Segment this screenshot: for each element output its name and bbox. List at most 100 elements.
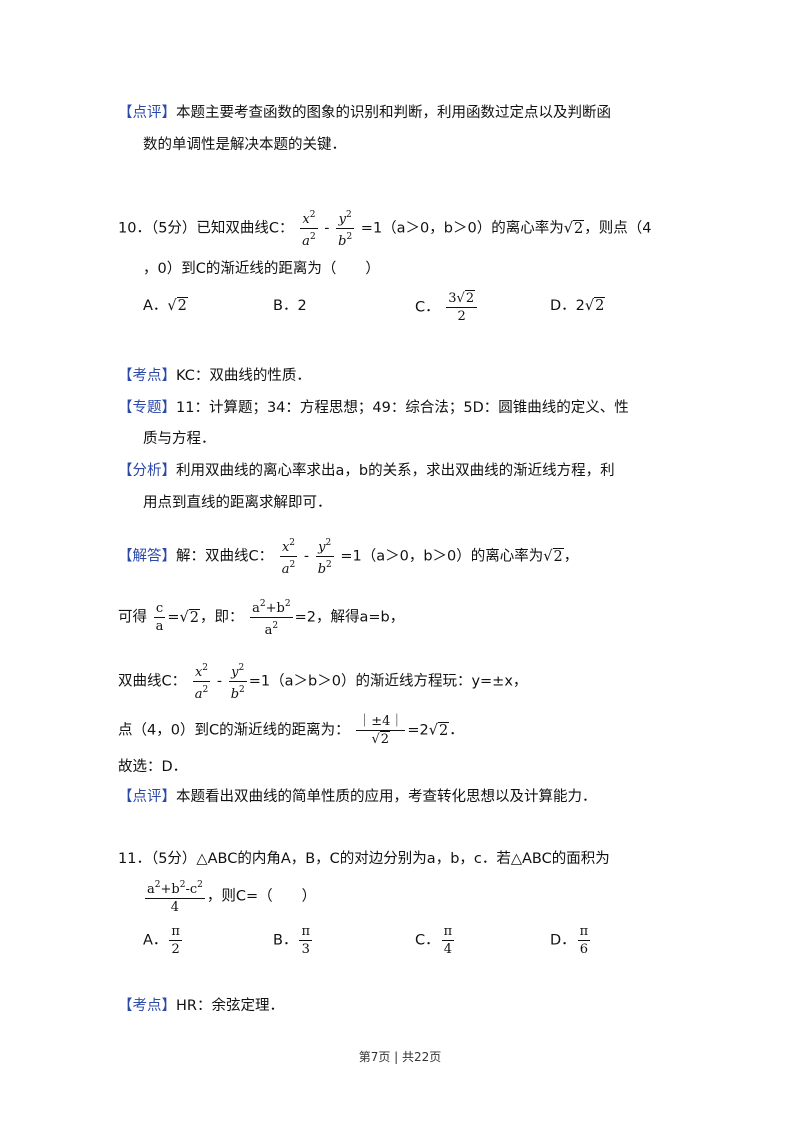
var-b: b bbox=[171, 882, 180, 897]
var-a: a bbox=[264, 623, 273, 638]
minus-sign: - bbox=[324, 220, 330, 237]
minus-sign: - bbox=[216, 673, 223, 690]
exp-2: 2 bbox=[289, 560, 296, 570]
sqrt-2: √2 bbox=[543, 547, 564, 565]
denominator: 6 bbox=[579, 942, 589, 957]
var-x: x bbox=[281, 540, 290, 555]
kaodian-tag: 【考点】 bbox=[118, 998, 176, 1014]
exp-2: 2 bbox=[309, 210, 316, 220]
comment-text: 本题看出双曲线的简单性质的应用，考查转化思想以及计算能力． bbox=[176, 789, 597, 805]
radicand: 2 bbox=[552, 547, 564, 565]
plus-sign: + bbox=[160, 882, 172, 897]
exp-2: 2 bbox=[345, 210, 352, 220]
q10-stem-start: 10．（5分）已知双曲线C： bbox=[118, 220, 294, 237]
question-11-line1: 11．（5分）△ABC的内角A，B，C的对边分别为a，b，c．若△ABC的面积为 bbox=[118, 851, 610, 867]
answer-choice: 故选：D． bbox=[118, 759, 188, 775]
kaodian-text: HR：余弦定理． bbox=[176, 998, 284, 1014]
kaodian-tag: 【考点】 bbox=[118, 368, 176, 384]
var-y: y bbox=[338, 212, 346, 227]
exp-2: 2 bbox=[326, 560, 332, 570]
minus-sign: - bbox=[185, 882, 190, 897]
denominator: 2 bbox=[171, 942, 180, 957]
zhuanti-q10-line1: 【专题】11：计算题；34：方程思想；49：综合法；5D：圆锥曲线的定义、性 bbox=[118, 397, 629, 419]
fraction-abs4-sqrt2: ｜±4｜√2 bbox=[356, 713, 406, 748]
var-a: a bbox=[252, 601, 260, 616]
var-a: a bbox=[302, 234, 310, 249]
var-b: b bbox=[338, 234, 347, 249]
option-label: C． bbox=[415, 299, 440, 316]
comment-tag: 【点评】 bbox=[118, 789, 176, 805]
exp-2: 2 bbox=[325, 538, 332, 548]
numerator: π bbox=[169, 924, 182, 941]
plus-sign: + bbox=[265, 601, 277, 616]
comment-q9-line1: 【点评】本题主要考查函数的图象的识别和判断，利用函数过定点以及判断函 bbox=[118, 102, 611, 124]
radical-sign: √ bbox=[456, 291, 465, 306]
exp-2: 2 bbox=[154, 880, 161, 890]
zhuanti-text: 11：计算题；34：方程思想；49：综合法；5D：圆锥曲线的定义、性 bbox=[176, 400, 629, 416]
var-y: y bbox=[318, 540, 326, 555]
sqrt-2: √2 bbox=[428, 721, 450, 739]
radicand: 2 bbox=[437, 721, 450, 739]
step4-end: ． bbox=[449, 722, 464, 739]
step2-end: =2，解得a=b， bbox=[294, 609, 405, 626]
minus-sign: - bbox=[303, 548, 310, 565]
exp-2: 2 bbox=[202, 663, 209, 673]
coef-3: 3 bbox=[448, 291, 457, 306]
numerator: c bbox=[153, 600, 166, 618]
comment-tag: 【点评】 bbox=[118, 105, 176, 121]
option-label: D． bbox=[550, 932, 576, 949]
radical-sign: √ bbox=[428, 722, 438, 739]
sqrt-2: √2 bbox=[167, 297, 188, 314]
exp-2: 2 bbox=[202, 685, 209, 695]
radicand: 2 bbox=[464, 290, 476, 306]
var-x: x bbox=[194, 665, 203, 680]
comment-text: 本题主要考查函数的图象的识别和判断，利用函数过定点以及判断函 bbox=[176, 105, 611, 121]
denominator: 3 bbox=[301, 942, 310, 957]
var-a: a bbox=[147, 882, 155, 897]
radical-sign: √ bbox=[179, 609, 189, 626]
jieda-mid: =1（a＞0，b＞0）的离心率为 bbox=[340, 548, 544, 565]
exp-2: 2 bbox=[284, 599, 291, 609]
zhuanti-tag: 【专题】 bbox=[118, 400, 176, 416]
step4-start: 点（4，0）到C的渐近线的距离为： bbox=[118, 722, 350, 739]
denominator: a bbox=[155, 619, 164, 634]
exp-2: 2 bbox=[309, 232, 316, 242]
var-b: b bbox=[317, 562, 327, 577]
kaodian-q10: 【考点】KC：双曲线的性质． bbox=[118, 365, 311, 387]
exp-2: 2 bbox=[238, 663, 245, 673]
var-b: b bbox=[230, 687, 240, 702]
option-label: D．2 bbox=[550, 298, 585, 314]
q10-option-a: A．√2 bbox=[143, 295, 188, 317]
radicand: 2 bbox=[176, 297, 188, 314]
var-a: a bbox=[194, 687, 203, 702]
step2-mid: ，即： bbox=[200, 609, 244, 626]
radical-sign: √ bbox=[371, 732, 380, 747]
q10-stem-mid: =1（a＞0，b＞0）的离心率为 bbox=[360, 220, 564, 237]
numerator: ｜±4｜ bbox=[356, 714, 406, 731]
solution-step-4: 点（4，0）到C的渐近线的距离为： ｜±4｜√2=2√2． bbox=[118, 713, 464, 748]
exp-2: 2 bbox=[239, 685, 245, 695]
var-b: b bbox=[276, 601, 285, 616]
var-a: a bbox=[281, 562, 290, 577]
radicand: 2 bbox=[188, 608, 201, 626]
q10-stem-end: ，则点（4 bbox=[584, 220, 652, 237]
fenxi-q10-line2: 用点到直线的距离求解即可． bbox=[143, 495, 332, 511]
exp-2: 2 bbox=[259, 599, 266, 609]
comment-q10: 【点评】本题看出双曲线的简单性质的应用，考查转化思想以及计算能力． bbox=[118, 786, 597, 808]
exp-2: 2 bbox=[346, 232, 353, 242]
